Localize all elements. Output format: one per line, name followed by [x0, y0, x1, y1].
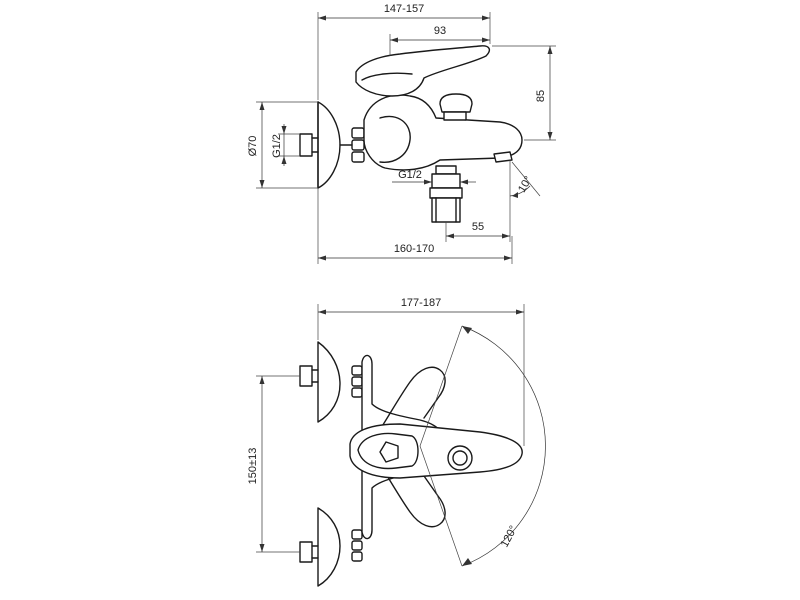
dim-outlet-thread: G1/2	[398, 169, 422, 181]
top-view: 177-187 150±13 120°	[247, 297, 546, 587]
spout-aerator	[493, 151, 513, 163]
dim-inlet-spacing: 150±13	[247, 448, 259, 485]
dim-spout-angle: 10°	[516, 174, 535, 194]
dim-outlet-offset: 55	[472, 221, 484, 233]
diverter-knob-top	[447, 445, 473, 471]
dim-total-width-bottom: 160-170	[394, 243, 434, 255]
dim-lever-swing: 120°	[499, 524, 520, 550]
dim-inlet-thread: G1/2	[271, 134, 283, 158]
shower-connector	[435, 165, 457, 175]
dim-lever-reach: 93	[434, 25, 446, 37]
lower-rosette	[317, 507, 341, 587]
side-view: 147-157 93 85 Ø70 G1/2 G1/2	[247, 3, 556, 264]
dim-total-width-top-view: 177-187	[401, 297, 441, 309]
diverter-knob	[439, 93, 473, 113]
dim-rosette-diameter: Ø70	[247, 136, 259, 157]
lever	[355, 45, 491, 97]
inlet-nut	[299, 133, 313, 157]
dim-total-width-top: 147-157	[384, 3, 424, 15]
dim-height: 85	[535, 90, 547, 102]
lever-swing-ghost	[375, 366, 446, 437]
mixer-body	[363, 94, 523, 171]
wall-rosette	[317, 101, 341, 189]
spout-top	[349, 423, 523, 479]
upper-rosette	[317, 341, 341, 423]
